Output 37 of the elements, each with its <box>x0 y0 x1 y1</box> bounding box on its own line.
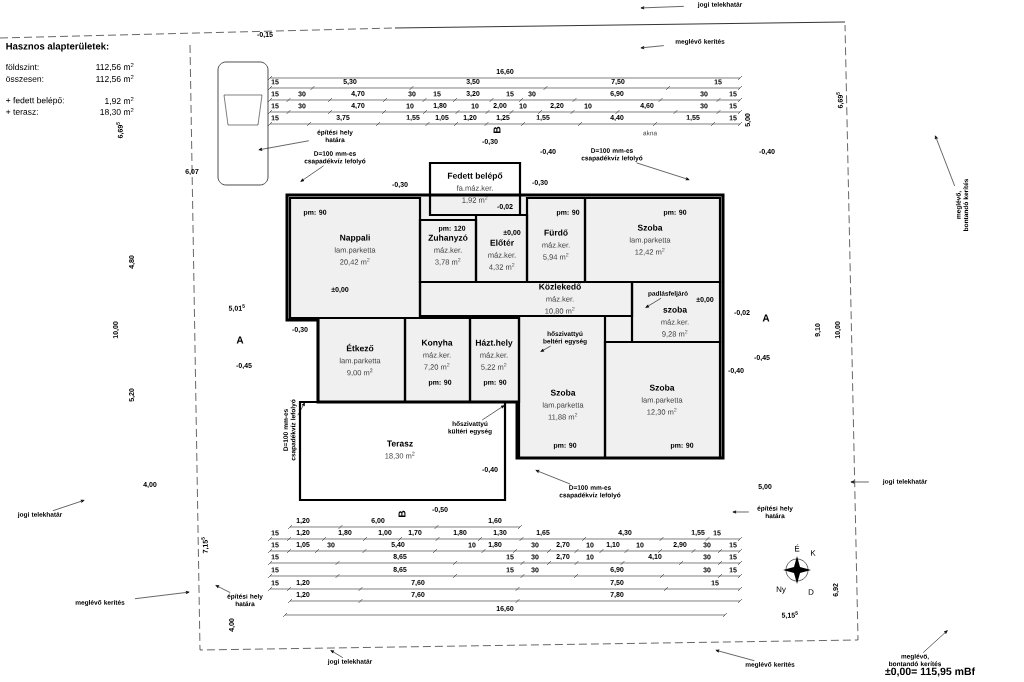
section-mark: B <box>398 510 406 517</box>
leader-line <box>645 297 662 308</box>
leader-line <box>922 630 948 653</box>
leader-line <box>732 510 750 514</box>
leader-line <box>134 591 190 600</box>
leader-line <box>640 45 665 50</box>
leader-line <box>715 649 755 662</box>
datum-note: ±0,00= 115,95 mBf <box>885 667 976 677</box>
leader-line <box>850 480 870 484</box>
compass-letter: D <box>808 589 814 595</box>
area-table-text: + fedett belépő: <box>6 97 64 105</box>
section-mark: B <box>493 126 501 133</box>
leader-line <box>935 135 955 187</box>
leader-line <box>215 585 231 593</box>
leader-line <box>535 470 571 485</box>
area-table-text: 112,56 m$^{2}$ <box>96 62 134 71</box>
leader-line <box>52 499 85 512</box>
leader-line <box>540 345 551 352</box>
area-table-text: 1,92 m$^{2}$ <box>105 96 134 105</box>
compass-letter: Ny <box>776 586 786 594</box>
leader-line <box>636 162 690 181</box>
leader-line <box>300 165 324 182</box>
leader-line <box>297 402 305 416</box>
section-mark: A <box>762 314 770 322</box>
heading: Hasznos alapterületek: <box>6 42 109 52</box>
area-table-text: 112,56 m$^{2}$ <box>96 74 134 83</box>
leader-line <box>481 405 505 421</box>
leader-line <box>330 650 344 659</box>
leader-line <box>640 6 685 10</box>
area-table-text: földszint: <box>5 63 39 71</box>
section-mark: A <box>236 336 244 344</box>
area-table-text: 18,30 m$^{2}$ <box>100 107 134 116</box>
compass-letter: É <box>795 544 800 552</box>
area-table-text: + terasz: <box>6 109 38 115</box>
leader-line <box>258 140 310 151</box>
compass-letter: K <box>811 550 816 556</box>
area-table-text: összesen: <box>6 76 44 82</box>
